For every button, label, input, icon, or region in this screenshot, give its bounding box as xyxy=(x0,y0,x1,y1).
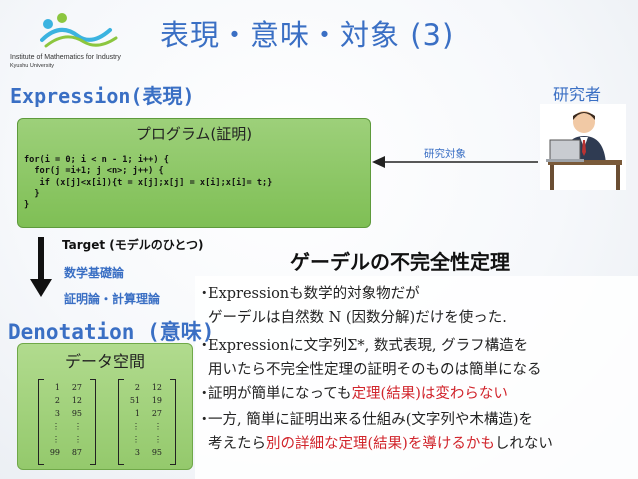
data-space-box: データ空間 1 27 2 12 3 95 ⋮ ⋮ ⋮ ⋮ 99 87 2 12 51 19 1 27 ⋮ ⋮ ⋮ ⋮ 3 9… xyxy=(17,343,193,470)
matrix-cell: ⋮ xyxy=(52,422,60,431)
bullet-line: Expressionに文字列Σ*, 数式表現, グラフ構造を xyxy=(208,334,528,355)
bullet-line: ゲーデルは自然数 N (因数分解)だけを使った. xyxy=(208,306,507,327)
matrix-cell: ⋮ xyxy=(52,435,60,444)
researcher-at-laptop-icon xyxy=(540,104,626,190)
matrix-cell: ⋮ xyxy=(132,422,140,431)
text-box xyxy=(195,276,638,479)
matrix-cell: 27 xyxy=(71,383,82,392)
imi-logo: Institute of Mathematics for Industry Ky… xyxy=(10,10,160,70)
bullet-text: 考えたら xyxy=(208,436,266,452)
highlight-text: 別の詳細な定理(結果)を導けるかも xyxy=(266,436,495,452)
matrix-left: 1 27 2 12 3 95 ⋮ ⋮ ⋮ ⋮ 99 87 xyxy=(38,379,96,465)
bullet-line: 一方, 簡単に証明出来る仕組み(文字列や木構造)を xyxy=(208,408,533,429)
data-space-title: データ空間 xyxy=(64,352,145,371)
bullet-mark: ・ xyxy=(197,338,212,354)
bullet-text: ゲーデルは自然数 N (因数分解)だけを使った. xyxy=(208,310,507,326)
imi-logo-icon xyxy=(40,13,118,48)
matrix-cell: 3 xyxy=(54,409,60,418)
bullet-text: 証明が簡単になっても xyxy=(208,386,352,402)
bullet-mark: ・ xyxy=(197,412,212,428)
bullet-mark: ・ xyxy=(197,386,212,402)
logo-institute-name: Institute of Mathematics for Industry xyxy=(10,54,121,61)
bullet-line: 考えたら別の詳細な定理(結果)を導けるかもしれない xyxy=(208,432,553,453)
highlight-text: 定理(結果)は変わらない xyxy=(351,386,508,402)
arrow-left-icon xyxy=(372,156,538,168)
bullet-line: 用いたら不完全性定理の証明そのものは簡単になる xyxy=(208,358,542,379)
matrix-cell: 51 xyxy=(129,396,140,405)
matrix-cell: 1 xyxy=(54,383,60,392)
bullet-line: 証明が簡単になっても定理(結果)は変わらない xyxy=(208,382,508,403)
bullet-line: Expressionも数学的対象物だが xyxy=(208,282,420,303)
matrix-cell: 2 xyxy=(54,396,60,405)
denotation-heading: Denotation (意味) xyxy=(8,320,215,344)
matrix-cell: 27 xyxy=(151,409,162,418)
program-box: プログラム(証明) for(i = 0; i < n - 1; i++) { f… xyxy=(17,118,371,228)
program-code: for(i = 0; i < n - 1; i++) { for(j =i+1;… xyxy=(24,155,273,211)
godel-title: ゲーデルの不完全性定理 xyxy=(290,250,510,274)
matrix-cell: ⋮ xyxy=(74,435,82,444)
matrix-cell: 19 xyxy=(151,396,162,405)
bullet-mark: ・ xyxy=(197,286,212,302)
slide-title: 表現・意味・対象 (3) xyxy=(160,18,455,52)
researcher-label: 研究者 xyxy=(553,85,602,104)
program-title: プログラム(証明) xyxy=(135,125,253,143)
theory-item-foundations: 数学基礎論 xyxy=(64,266,125,280)
bullet-text: 用いたら不完全性定理の証明そのものは簡単になる xyxy=(208,362,542,378)
matrix-cell: 87 xyxy=(71,448,82,457)
logo-university-name: Kyushu University xyxy=(10,63,55,69)
matrix-cell: 2 xyxy=(134,383,140,392)
matrix-cell: ⋮ xyxy=(132,435,140,444)
bullet-text: 一方, 簡単に証明出来る仕組み(文字列や木構造)を xyxy=(208,412,534,428)
bullet-text: Expressionに文字列Σ*, 数式表現, グラフ構造を xyxy=(208,338,529,354)
theory-item-proof-theory: 証明論・計算理論 xyxy=(64,292,161,306)
matrix-right: 2 12 51 19 1 27 ⋮ ⋮ ⋮ ⋮ 3 95 xyxy=(118,379,176,465)
matrix-cell: 95 xyxy=(71,409,82,418)
expression-heading: Expression(表現) xyxy=(10,84,195,108)
matrix-cell: ⋮ xyxy=(154,435,162,444)
bullet-text: しれない xyxy=(494,436,553,452)
matrix-cell: ⋮ xyxy=(74,422,82,431)
bullet-text: Expressionも数学的対象物だが xyxy=(208,286,420,302)
study-object-label: 研究対象 xyxy=(424,148,466,160)
matrix-cell: 95 xyxy=(151,448,162,457)
matrix-cell: 1 xyxy=(134,409,140,418)
matrix-cell: ⋮ xyxy=(154,422,162,431)
matrix-cell: 12 xyxy=(71,396,82,405)
arrow-down-icon xyxy=(30,237,52,297)
target-label: Target (モデルのひとつ) xyxy=(62,238,204,252)
matrix-cell: 12 xyxy=(151,383,162,392)
matrix-cell: 99 xyxy=(49,448,60,457)
matrix-cell: 3 xyxy=(134,448,140,457)
